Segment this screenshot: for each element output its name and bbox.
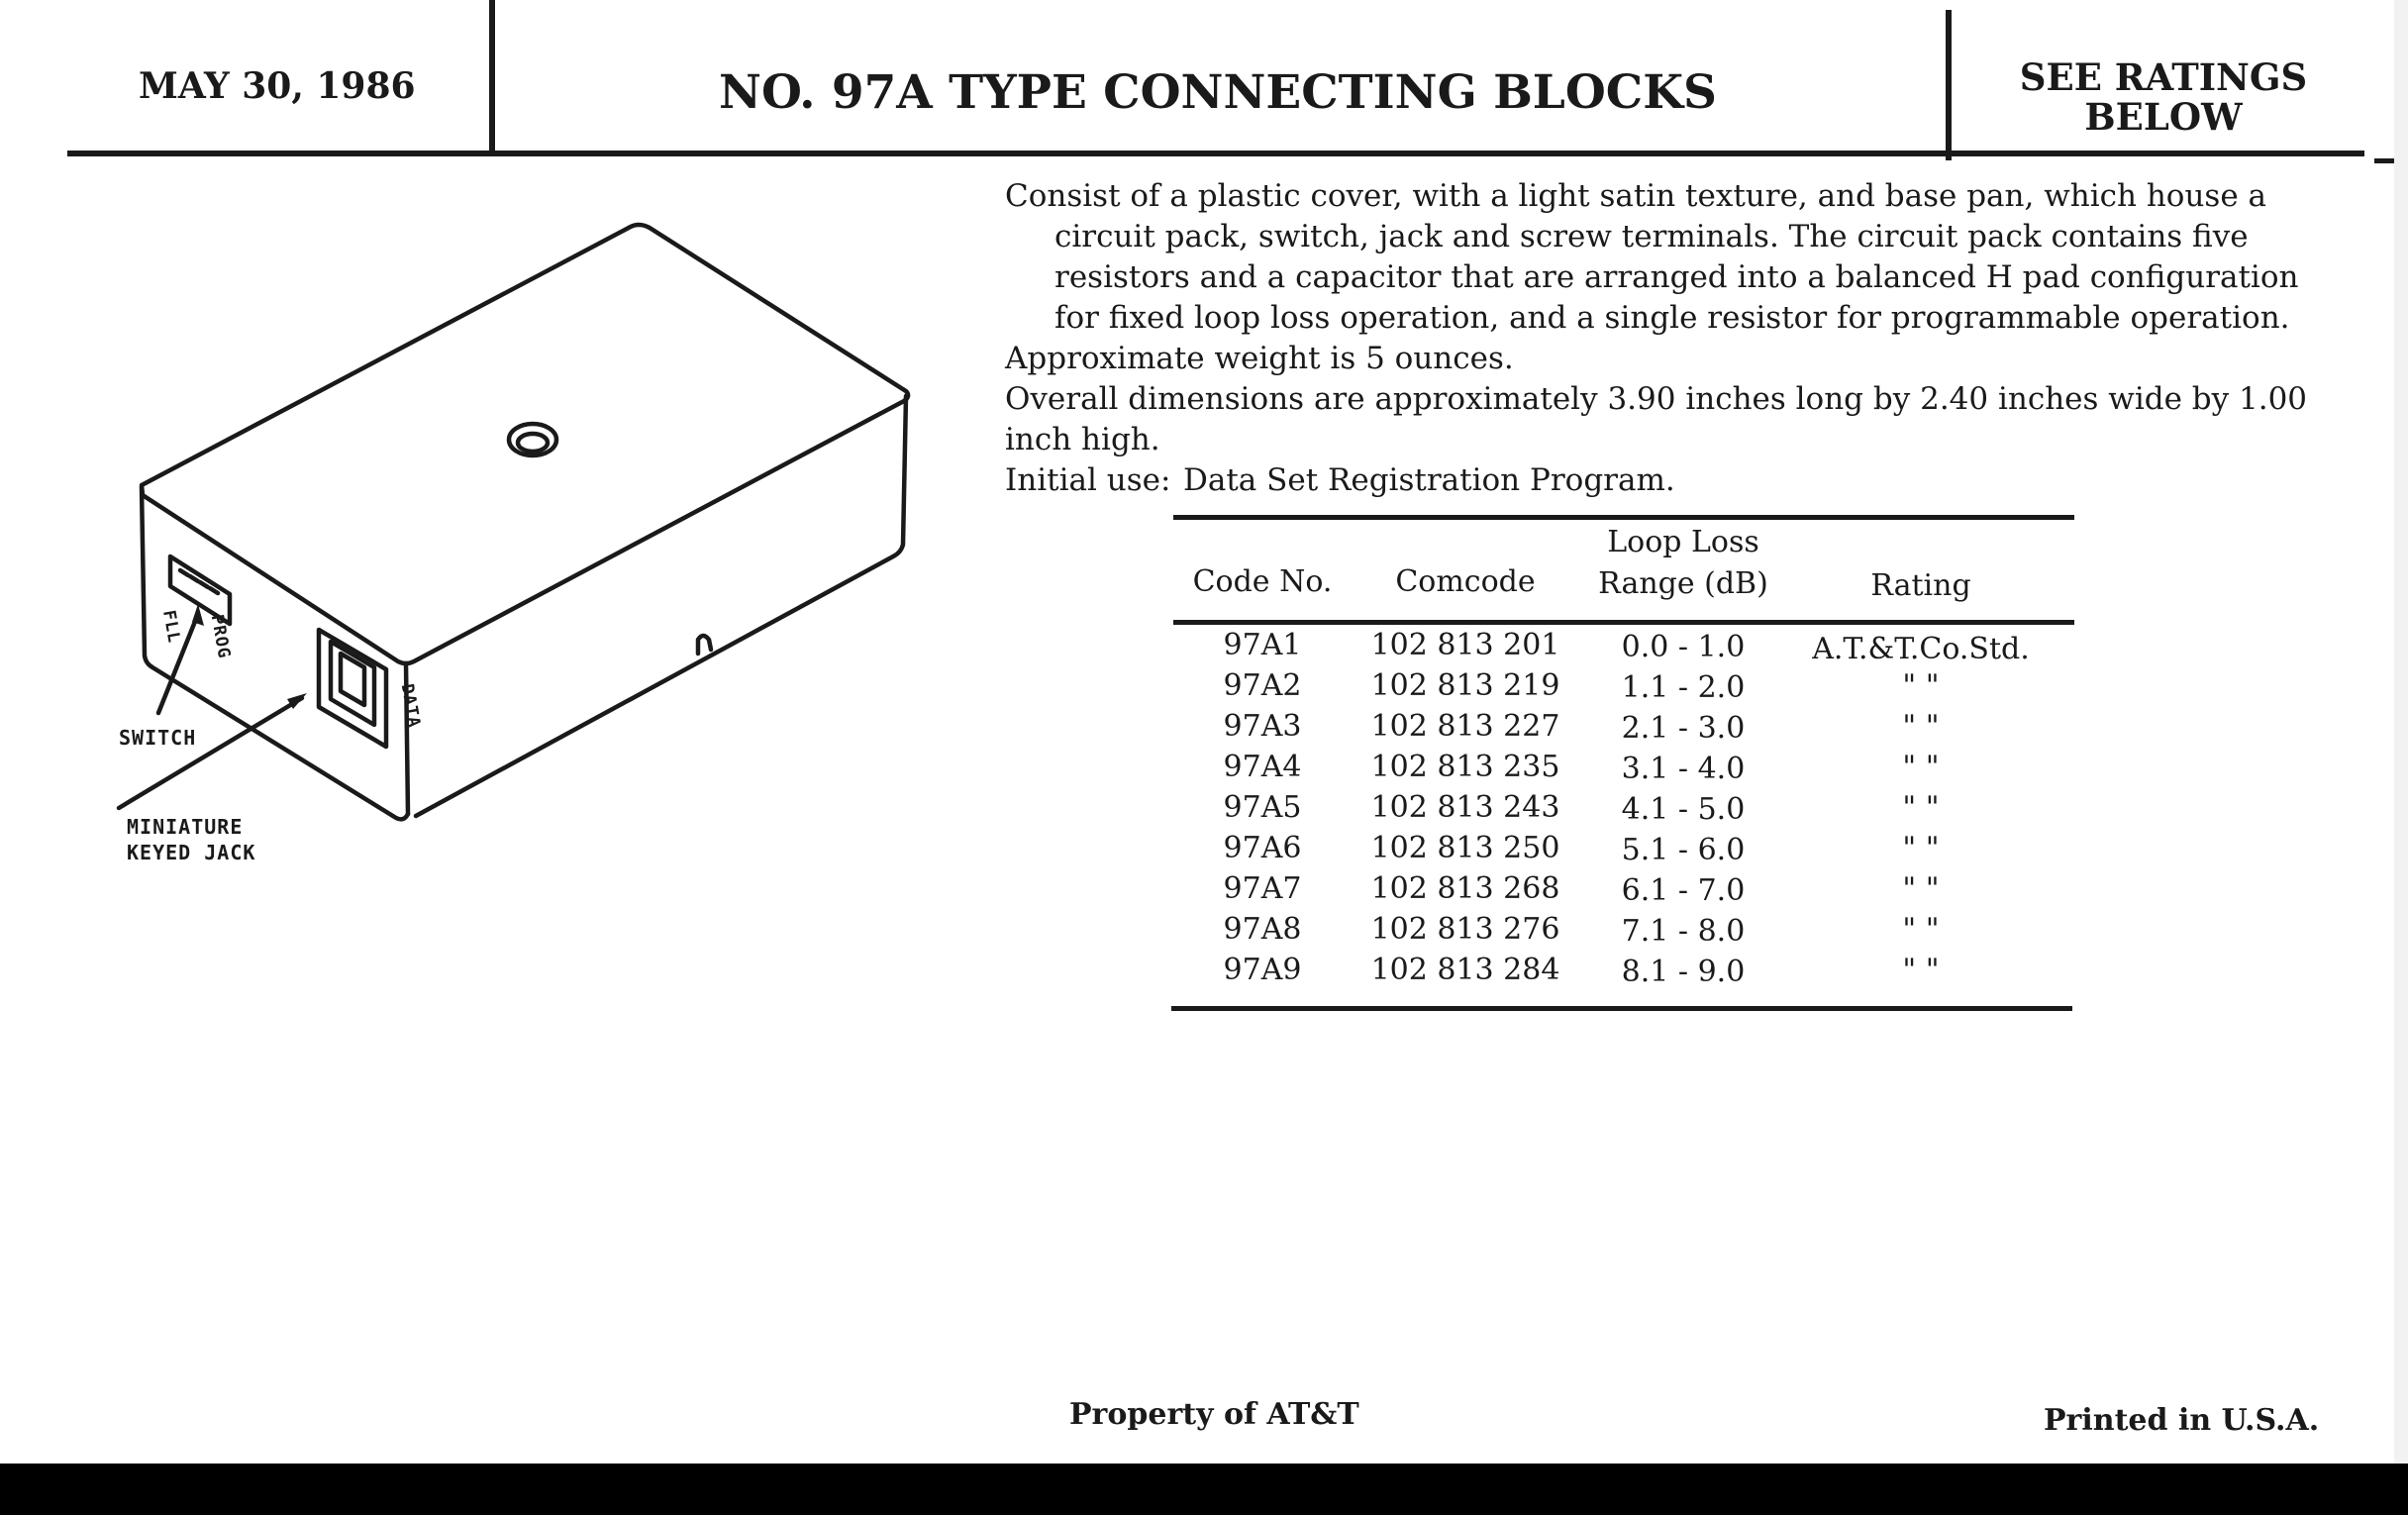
cell-rating: " " [1902, 668, 1940, 703]
header-bottom-rule [67, 151, 2364, 156]
cell-code: 97A1 [1223, 628, 1302, 662]
cell-range: 4.1 - 5.0 [1621, 792, 1746, 827]
cell-range: 7.1 - 8.0 [1621, 914, 1746, 949]
cell-rating: " " [1902, 750, 1940, 784]
header-loss-line2: Range (dB) [1598, 566, 1768, 601]
document-card: MAY 30, 1986 NO. 97A TYPE CONNECTING BLO… [0, 0, 2394, 1464]
cell-comcode: 102 813 219 [1370, 668, 1560, 703]
header-code: Code No. [1192, 564, 1333, 599]
cell-rating: " " [1902, 871, 1940, 906]
cell-range: 3.1 - 4.0 [1621, 752, 1746, 786]
fll-label: FLL [158, 608, 184, 646]
cell-code: 97A6 [1223, 831, 1302, 865]
cell-range: 6.1 - 7.0 [1621, 873, 1746, 908]
cell-comcode: 102 813 250 [1370, 831, 1560, 865]
cell-rating: " " [1902, 790, 1940, 825]
header-divider-left [489, 0, 495, 156]
cell-range: 5.1 - 6.0 [1621, 833, 1746, 867]
jack-label-line2: KEYED JACK [127, 841, 256, 864]
header-rating: Rating [1870, 568, 1971, 603]
cell-range: 2.1 - 3.0 [1621, 711, 1746, 746]
switch-label: SWITCH [119, 726, 197, 750]
header-loss-line1: Loop Loss [1607, 525, 1759, 559]
initial-use-line: Initial use: Data Set Registration Progra… [1005, 460, 2312, 501]
connecting-block-illustration: FLL PROG DATA SWITCH MINIATURE KEYED JAC… [99, 198, 951, 891]
cell-comcode: 102 813 201 [1370, 628, 1560, 662]
description-paragraph: Consist of a plastic cover, with a light… [1005, 178, 2299, 336]
header-comcode: Comcode [1395, 564, 1536, 599]
cell-comcode: 102 813 227 [1370, 709, 1560, 744]
initial-use-label: Initial use: [1005, 462, 1171, 498]
dimensions-text: Overall dimensions are approximately 3.9… [1005, 381, 2308, 457]
footer-property: Property of AT&T [1069, 1397, 1359, 1432]
page-title: NO. 97A TYPE CONNECTING BLOCKS [719, 65, 1717, 120]
initial-use-value: Data Set Registration Program. [1183, 462, 1675, 498]
cell-code: 97A3 [1223, 709, 1302, 744]
cell-code: 97A2 [1223, 668, 1302, 703]
cell-rating: A.T.&T.Co.Std. [1812, 632, 2030, 666]
cell-comcode: 102 813 243 [1370, 790, 1560, 825]
card-edge [2394, 0, 2408, 1464]
cell-rating: " " [1902, 912, 1940, 947]
connecting-block-drawing [116, 222, 911, 822]
cell-comcode: 102 813 235 [1370, 750, 1560, 784]
cell-code: 97A7 [1223, 871, 1302, 906]
footer-printed: Printed in U.S.A. [2044, 1403, 2320, 1438]
cell-range: 8.1 - 9.0 [1621, 955, 1746, 989]
description-block: Consist of a plastic cover, with a light… [1005, 176, 2312, 501]
table-header-rule [1173, 620, 2074, 625]
cell-code: 97A9 [1223, 953, 1302, 987]
cell-rating: " " [1902, 831, 1940, 865]
table-top-rule [1173, 515, 2074, 520]
jack-label-line1: MINIATURE [127, 815, 244, 839]
table-bottom-rule [1171, 1006, 2072, 1011]
weight-text: Approximate weight is 5 ounces. [1005, 341, 1514, 376]
cell-rating: " " [1902, 953, 1940, 987]
cell-code: 97A8 [1223, 912, 1302, 947]
header-date: MAY 30, 1986 [139, 65, 416, 107]
cell-code: 97A5 [1223, 790, 1302, 825]
header-rule-stub [2374, 158, 2394, 163]
header-divider-right [1946, 10, 1952, 160]
header-rating-note: SEE RATINGS BELOW [2019, 55, 2308, 139]
cell-comcode: 102 813 284 [1370, 953, 1560, 987]
cell-range: 0.0 - 1.0 [1621, 630, 1746, 664]
cell-comcode: 102 813 268 [1370, 871, 1560, 906]
cell-code: 97A4 [1223, 750, 1302, 784]
cell-comcode: 102 813 276 [1370, 912, 1560, 947]
cell-rating: " " [1902, 709, 1940, 744]
cell-range: 1.1 - 2.0 [1621, 670, 1746, 705]
